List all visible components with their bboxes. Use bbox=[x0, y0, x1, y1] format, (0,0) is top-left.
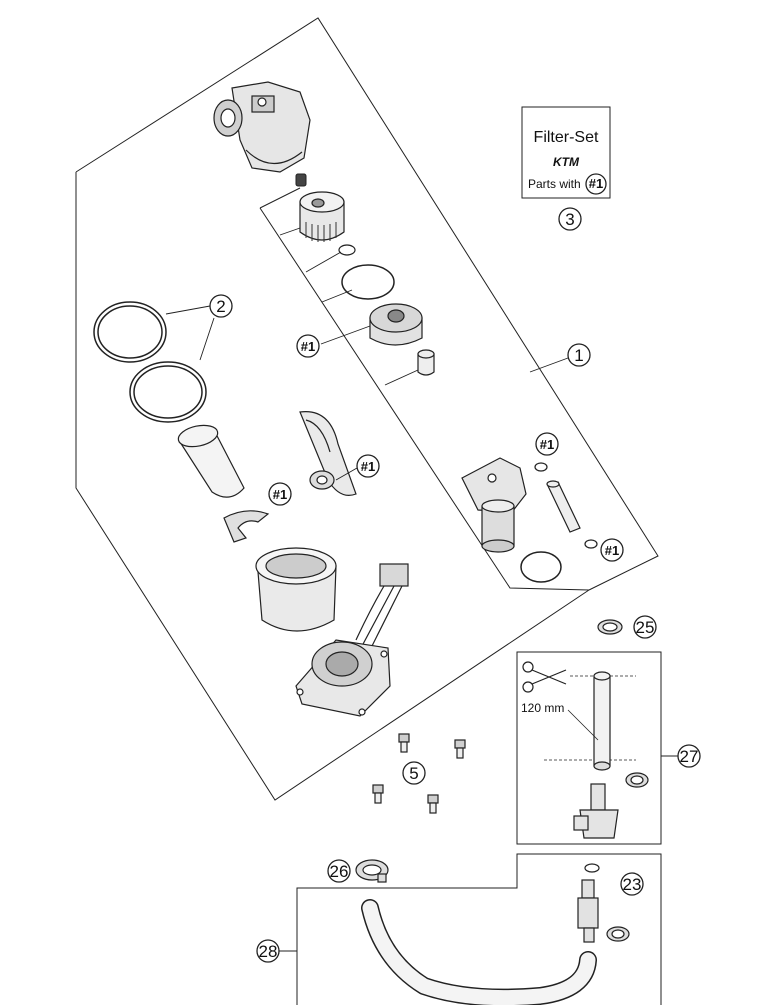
measure-label: 120 mm bbox=[521, 701, 564, 715]
svg-text:5: 5 bbox=[409, 764, 418, 783]
small-o-ring-part bbox=[338, 244, 356, 256]
callout-2-leaders bbox=[165, 305, 215, 361]
ref-1-rod-top: #1 bbox=[535, 432, 559, 456]
filter-set-ref-circle bbox=[585, 173, 607, 195]
hose-assembly-frame bbox=[296, 853, 662, 1005]
ref-1-rod-bottom: #1 bbox=[600, 538, 624, 562]
quick-connector-part bbox=[573, 783, 619, 839]
filter-rod-part bbox=[546, 480, 581, 533]
hose-clamp-box-part bbox=[625, 772, 649, 788]
fuel-hose-inner bbox=[362, 900, 596, 1005]
rod-o-ring-top-part bbox=[534, 462, 548, 472]
fuel-hose-part bbox=[361, 899, 597, 1005]
hose-clamp-25-part bbox=[597, 619, 623, 635]
screws-part bbox=[372, 733, 466, 814]
pump-motor-part bbox=[461, 457, 527, 553]
pump-o-ring-part bbox=[520, 551, 562, 583]
callout-26: 26 bbox=[327, 859, 351, 883]
svg-text:1: 1 bbox=[574, 346, 583, 365]
retainer-clip-part bbox=[223, 510, 270, 543]
svg-text:23: 23 bbox=[623, 875, 642, 894]
svg-text:#1: #1 bbox=[273, 487, 287, 502]
callout-27: 27 bbox=[677, 744, 701, 768]
main-assembly-frame bbox=[75, 17, 659, 801]
ktm-logo: KTM bbox=[553, 155, 580, 169]
svg-text:27: 27 bbox=[680, 747, 699, 766]
ref-1-filter: #1 bbox=[296, 334, 320, 358]
callout-28: 28 bbox=[256, 939, 280, 963]
cut-hose-part bbox=[593, 671, 611, 771]
callout-1-leader bbox=[529, 357, 569, 373]
pump-flange-part bbox=[295, 639, 391, 717]
wire-connector-part bbox=[355, 563, 409, 651]
inline-connector-part bbox=[577, 879, 599, 943]
fuel-filter-part bbox=[299, 191, 345, 242]
filter-subgroup-frame bbox=[259, 187, 590, 591]
svg-text:3: 3 bbox=[565, 210, 574, 229]
large-seal-rings-part bbox=[93, 301, 207, 423]
sleeve-part bbox=[177, 424, 245, 498]
callout-3: 3 bbox=[558, 207, 582, 231]
svg-text:#1: #1 bbox=[540, 437, 554, 452]
measure-leader bbox=[567, 709, 599, 741]
filter-set-box: Filter-Set KTM Parts with #1 bbox=[521, 106, 611, 199]
strainer-clip-part bbox=[299, 411, 357, 496]
pressure-regulator-part bbox=[369, 303, 423, 346]
svg-text:#1: #1 bbox=[361, 459, 375, 474]
svg-text:2: 2 bbox=[216, 297, 225, 316]
svg-text:25: 25 bbox=[636, 618, 655, 637]
pump-head-part bbox=[213, 81, 311, 173]
callout-1: 1 bbox=[567, 343, 591, 367]
hose-clamp-bottom-part bbox=[606, 926, 630, 942]
large-o-ring-part bbox=[341, 264, 395, 300]
callout-23: 23 bbox=[620, 872, 644, 896]
filter-set-parts-with: Parts with bbox=[528, 177, 581, 191]
o-ring-23-part bbox=[584, 863, 600, 873]
svg-text:26: 26 bbox=[330, 862, 349, 881]
filter-set-ref: #1 bbox=[589, 176, 603, 191]
svg-text:28: 28 bbox=[259, 942, 278, 961]
pump-housing-part bbox=[255, 547, 337, 632]
svg-text:#1: #1 bbox=[605, 543, 619, 558]
callout-2: 2 bbox=[209, 294, 233, 318]
filter-leader-lines bbox=[279, 227, 419, 386]
callout-25: 25 bbox=[633, 615, 657, 639]
rod-o-ring-bottom-part bbox=[584, 539, 598, 549]
small-fitting-part bbox=[309, 470, 335, 490]
svg-text:#1: #1 bbox=[301, 339, 315, 354]
ref-1-clip: #1 bbox=[268, 482, 292, 506]
callout-5: 5 bbox=[402, 761, 426, 785]
small-spring-part bbox=[295, 173, 307, 187]
filter-set-title: Filter-Set bbox=[534, 129, 599, 146]
scissors-icon bbox=[522, 661, 567, 693]
ref-1-strainer: #1 bbox=[335, 454, 380, 481]
hose-clamp-26-part bbox=[355, 859, 389, 883]
hose-kit-box: 120 mm bbox=[516, 651, 662, 845]
small-tube-part bbox=[417, 349, 435, 376]
